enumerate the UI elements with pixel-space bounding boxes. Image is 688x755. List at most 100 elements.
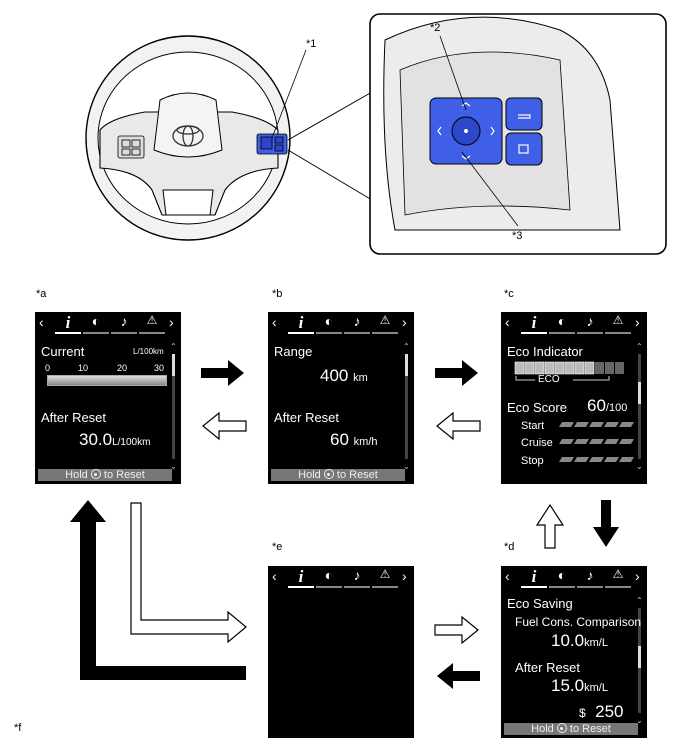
chevron-left-icon: ‹ — [272, 568, 277, 584]
meter-control-switch — [429, 97, 543, 166]
eco-saving-label: Eco Saving — [507, 596, 573, 611]
callout-2: *2 — [430, 22, 441, 34]
label-a: *a — [36, 288, 47, 300]
warning-icon: ⚠ — [612, 313, 624, 327]
speed-value: 60 km/h — [330, 430, 378, 449]
left-steering-switches — [117, 135, 145, 159]
callout-1: *1 — [306, 38, 317, 50]
screen-d: ‹ i ◐ ♪ ⚠ › ⌃⌄ Eco Saving Fuel Cons. Com… — [501, 566, 647, 738]
eco-indicator-label: Eco Indicator — [507, 344, 583, 359]
gauge-icon: ◐ — [324, 567, 334, 583]
label-f: *f — [14, 722, 22, 734]
scale-10: 10 — [78, 363, 89, 373]
hold-to-reset-bar: Hold to Reset — [38, 469, 172, 481]
music-note-icon: ♪ — [353, 567, 361, 583]
comparison-label: Fuel Cons. Comparison — [515, 615, 642, 629]
chevron-right-icon: › — [402, 314, 407, 330]
screen-c: ‹ i ◐ ♪ ⚠ › ⌃⌄ Eco Indicator ECO Eco Sco… — [501, 312, 647, 484]
warning-icon: ⚠ — [612, 567, 624, 581]
music-note-icon: ♪ — [586, 313, 594, 329]
label-c: *c — [504, 288, 514, 300]
range-value: 400 km — [320, 366, 368, 385]
label-b: *b — [272, 288, 283, 300]
saving-value: $ 250 — [579, 702, 624, 721]
hold-to-reset-bar: Hold to Reset — [271, 469, 405, 481]
warning-icon: ⚠ — [379, 567, 391, 581]
eco-score-bars — [559, 422, 634, 462]
value: 30.0L/100km — [79, 430, 151, 449]
warning-icon: ⚠ — [146, 313, 158, 327]
scrollbar: ⌃⌄ — [170, 342, 177, 471]
chevron-right-icon: › — [635, 314, 640, 330]
info-icon: i — [298, 567, 304, 586]
after-reset-value: 15.0km/L — [551, 676, 608, 695]
chevron-right-icon: › — [169, 314, 174, 330]
tab-bar: ‹ i ◐ ♪ ⚠ › — [501, 566, 647, 590]
tab-bar: ‹ i ◐ ♪ ⚠ › — [35, 312, 181, 336]
info-icon: i — [65, 313, 71, 332]
eco-score-label: Eco Score — [507, 400, 567, 415]
arrow-hollow-d-to-c — [535, 503, 565, 549]
arrow-solid-e-to-a — [70, 500, 246, 680]
gauge-icon: ◐ — [324, 313, 334, 329]
screen-e: ‹ i ◐ ♪ ⚠ › — [268, 566, 414, 738]
music-note-icon: ♪ — [120, 313, 128, 329]
gauge-icon: ◐ — [91, 313, 101, 329]
tab-bar: ‹ i ◐ ♪ ⚠ › — [501, 312, 647, 336]
comparison-value: 10.0km/L — [551, 631, 608, 650]
info-icon: i — [298, 313, 304, 332]
arrow-solid-d-to-e — [437, 663, 480, 689]
chevron-right-icon: › — [635, 568, 640, 584]
tab-bar: ‹ i ◐ ♪ ⚠ › — [268, 312, 414, 336]
chevron-left-icon: ‹ — [505, 314, 510, 330]
range-label: Range — [274, 344, 313, 359]
music-note-icon: ♪ — [353, 313, 361, 329]
hold-to-reset-bar: Hold to Reset — [504, 723, 638, 735]
unit-label: L/100km — [133, 347, 164, 356]
arrow-solid-b-to-c — [435, 360, 478, 386]
arrow-hollow-a-to-e — [130, 502, 247, 644]
chevron-left-icon: ‹ — [39, 314, 44, 330]
info-icon: i — [531, 567, 537, 586]
after-reset-label: After Reset — [41, 410, 107, 425]
tab-bar: ‹ i ◐ ♪ ⚠ › — [268, 566, 414, 590]
after-reset-label: After Reset — [515, 660, 581, 675]
music-note-icon: ♪ — [586, 567, 594, 583]
chevron-left-icon: ‹ — [505, 568, 510, 584]
toyota-emblem-icon — [172, 125, 204, 147]
scrollbar: ⌃⌄ — [403, 342, 410, 471]
row-cruise: Cruise — [521, 437, 553, 449]
arrow-hollow-b-to-a — [202, 411, 247, 441]
chevron-right-icon: › — [402, 568, 407, 584]
arrow-solid-a-to-b — [201, 360, 244, 386]
callout-3: *3 — [512, 230, 523, 242]
row-stop: Stop — [521, 455, 544, 467]
info-icon: i — [531, 313, 537, 332]
scrollbar: ⌃⌄ — [636, 596, 643, 725]
arrow-solid-c-to-d — [593, 500, 619, 547]
eco-label: ECO — [538, 374, 560, 385]
eco-score-value: 60/100 — [587, 396, 628, 415]
row-start: Start — [521, 420, 545, 432]
label-e: *e — [272, 541, 283, 553]
scale-0: 0 — [45, 363, 51, 373]
arrow-hollow-e-to-d — [434, 615, 479, 645]
scale-30: 30 — [154, 363, 165, 373]
scale-20: 20 — [117, 363, 128, 373]
steering-wheel-illustration — [85, 13, 667, 255]
eco-indicator-gauge — [514, 361, 624, 381]
fuel-bar — [47, 375, 167, 386]
arrow-hollow-c-to-b — [436, 411, 481, 441]
screen-b: ‹ i ◐ ♪ ⚠ › ⌃⌄ Range 400 km After Reset … — [268, 312, 414, 484]
scrollbar: ⌃⌄ — [636, 342, 643, 471]
gauge-icon: ◐ — [557, 567, 567, 583]
screen-a: ‹ i ◐ ♪ ⚠ › ⌃⌄ Current L/100km 0 10 20 3… — [35, 312, 181, 484]
warning-icon: ⚠ — [379, 313, 391, 327]
current-label: Current — [41, 344, 85, 359]
meter-control-switch-small — [256, 133, 288, 155]
chevron-left-icon: ‹ — [272, 314, 277, 330]
after-reset-label: After Reset — [274, 410, 340, 425]
label-d: *d — [504, 541, 515, 553]
gauge-icon: ◐ — [557, 313, 567, 329]
